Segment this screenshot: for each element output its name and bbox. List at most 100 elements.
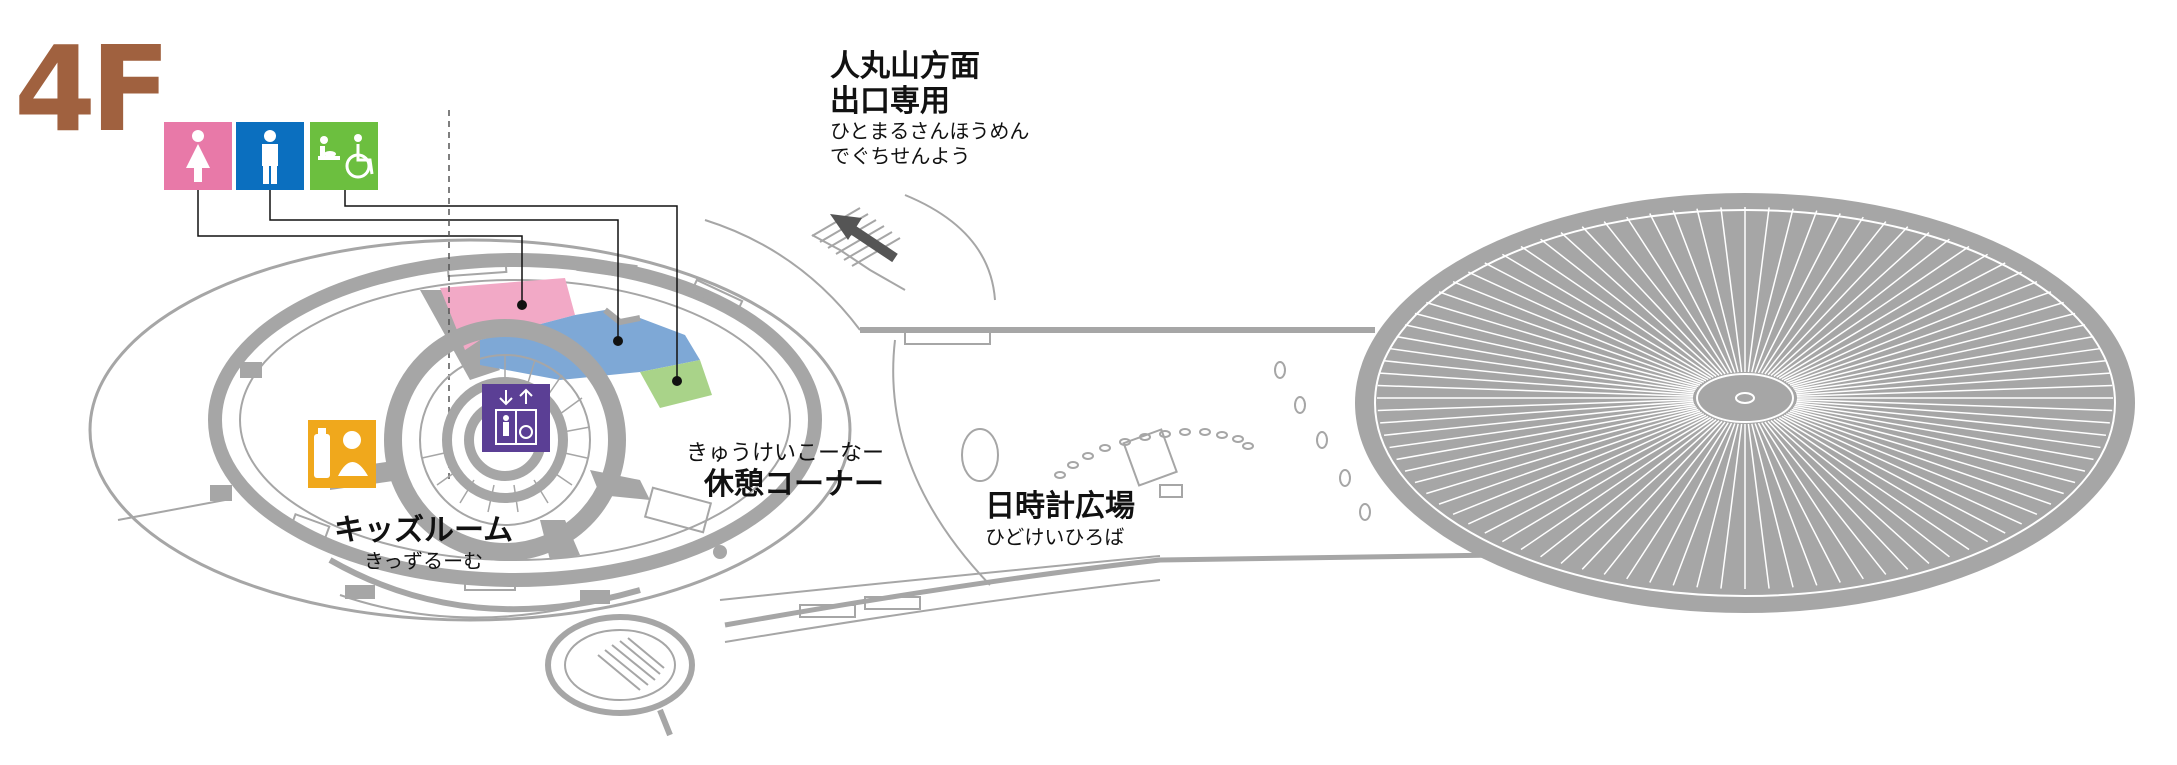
dome-spoke: [1452, 281, 1705, 383]
dome-spoke: [1389, 347, 1695, 393]
dome-spoke: [1696, 423, 1739, 588]
dome-spoke: [1795, 402, 2107, 437]
dome-spoke: [1720, 207, 1743, 373]
dome-spoke: [1626, 216, 1729, 374]
exit-label: 人丸山方面 出口専用 ひとまるさんほうめん でぐちせんよう: [830, 49, 1030, 169]
dome-spoke: [1377, 384, 1694, 398]
dome-spoke: [1770, 419, 1930, 564]
kids-room-kana: きっずるーむ: [363, 548, 484, 573]
dome-spoke: [1404, 324, 1698, 389]
dome-spoke: [1778, 416, 1989, 543]
exit-kana-line2: でぐちせんよう: [830, 144, 971, 168]
dome-spoke: [1785, 281, 2038, 383]
dome-spoke: [1414, 312, 1699, 388]
kids-room-icon: [308, 420, 376, 488]
dome-spoke: [1794, 405, 2094, 461]
dome-spoke: [1377, 398, 1694, 412]
dome-spoke: [1720, 423, 1743, 589]
floor-label: 4F: [14, 20, 171, 158]
elevator-icon: [482, 384, 550, 452]
dome-spoke: [1426, 301, 1701, 386]
sundial-plaza-kana: ひどけいひろば: [985, 524, 1125, 549]
leader-lines: [197, 190, 678, 381]
dome-spoke: [1787, 411, 2052, 505]
dome-spoke: [1787, 291, 2052, 385]
rest-area-title: 休憩コーナー: [704, 466, 885, 502]
exit-kana-line1: ひとまるさんほうめん: [830, 119, 1030, 143]
dome-spoke: [1468, 414, 1707, 525]
dome-spoke: [1649, 422, 1733, 583]
dome-spoke: [1795, 359, 2107, 394]
kids-room-title: キッズルーム: [334, 513, 514, 548]
women-restroom-icon: [164, 122, 232, 190]
dome-spoke: [1626, 422, 1729, 580]
dome-spoke: [1383, 359, 1695, 394]
dome-spoke: [1672, 423, 1736, 586]
dome-spoke: [1540, 419, 1717, 558]
dome-spoke: [1785, 413, 2038, 515]
exit-stairs: [811, 207, 901, 267]
dome-spoke: [1603, 421, 1726, 575]
dome-spoke: [1757, 213, 1841, 374]
sundial: [961, 361, 1371, 521]
dome-spoke: [1796, 372, 2110, 396]
dome-spoke: [1776, 245, 1970, 378]
dome-spoke: [1484, 415, 1709, 534]
dome-spoke: [1796, 398, 2113, 412]
dome-spoke: [1794, 335, 2094, 391]
dome-spoke: [1696, 208, 1739, 373]
sundial-plaza-title: 日時計広場: [985, 489, 1135, 524]
accessible-restroom-icon: [310, 122, 378, 190]
dome-spoke: [1560, 419, 1720, 564]
dome-spoke: [1789, 410, 2064, 495]
dome-spoke: [1789, 301, 2064, 386]
rest-area-label: きゅうけいこーなー 休憩コーナー: [686, 440, 884, 502]
dome-spoke: [1796, 400, 2110, 424]
dome-spoke: [1776, 418, 1970, 551]
dome-spoke: [1770, 232, 1930, 377]
dome-spoke: [1438, 411, 1703, 505]
dome-spoke: [1751, 208, 1794, 373]
dome-spoke: [1404, 407, 1698, 472]
dome-spoke: [1792, 324, 2086, 389]
rest-area-kana: きゅうけいこーなー: [686, 441, 885, 466]
dome-spoke: [1791, 312, 2076, 388]
dome-spoke: [1581, 226, 1723, 376]
baby-changing-icon: [318, 136, 340, 160]
dome-spoke: [1560, 232, 1720, 377]
dome-spoke: [1649, 213, 1733, 374]
exit-title-line2: 出口専用: [830, 83, 950, 119]
dome-spoke: [1540, 238, 1717, 377]
dome-spoke: [1672, 210, 1736, 373]
dome-spoke: [1396, 405, 1696, 461]
dome-spoke: [1764, 421, 1887, 575]
dome-spoke: [1581, 420, 1723, 570]
dome-spoke: [1783, 414, 2022, 525]
dome-spoke: [1452, 413, 1705, 515]
dome-spoke: [1783, 271, 2022, 382]
dome-spoke: [1380, 400, 1694, 424]
dome-spoke: [1501, 253, 1712, 380]
dome-spoke: [1603, 221, 1726, 375]
wheelchair-icon: [345, 134, 374, 179]
dome-spoke: [1767, 226, 1909, 376]
dome-spoke: [1792, 407, 2086, 472]
dome-spoke: [1781, 262, 2006, 381]
dome: [1355, 193, 2135, 613]
exit-title-line1: 人丸山方面: [830, 49, 980, 84]
kids-room-label: キッズルーム きっずるーむ: [334, 513, 514, 574]
dome-spoke: [1468, 271, 1707, 382]
dome-spoke: [1796, 384, 2113, 398]
dome-spoke: [1747, 423, 1770, 589]
dome-spoke: [1383, 402, 1695, 437]
dome-spoke: [1795, 403, 2101, 449]
dome-spoke: [1520, 418, 1714, 551]
dome-spoke: [1520, 245, 1714, 378]
dome-spoke: [1751, 423, 1794, 588]
dome-spoke: [1791, 408, 2076, 484]
corridor: [704, 194, 1501, 643]
dome-spoke: [1761, 422, 1864, 580]
dome-spoke: [1380, 372, 1694, 396]
dome-spoke: [1773, 419, 1950, 558]
